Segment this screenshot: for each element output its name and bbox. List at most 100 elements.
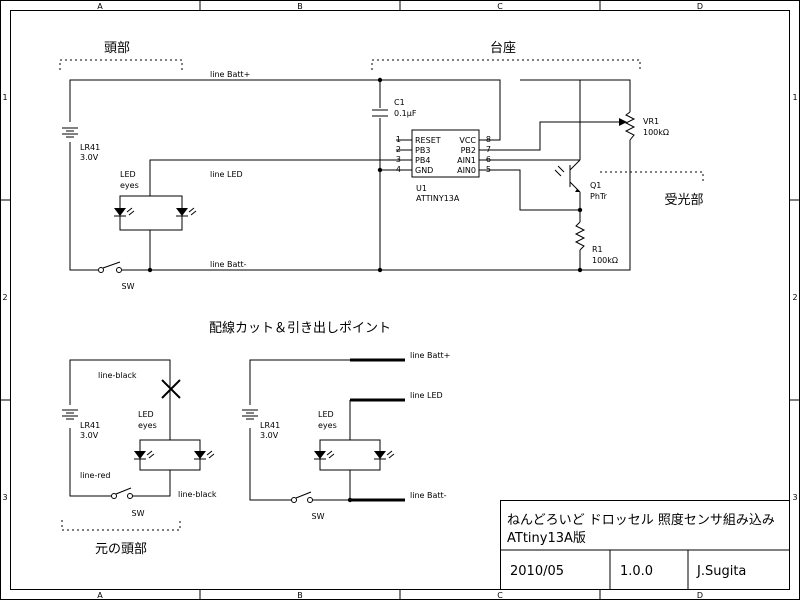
c1-ref: C1	[394, 98, 405, 107]
u1-pin-name: PB2	[461, 146, 476, 155]
battery-value: 3.0V	[260, 431, 279, 440]
led-label: LED	[120, 170, 136, 179]
section-head-label: 頭部	[104, 41, 130, 56]
u1-pin-number: 1	[396, 135, 401, 144]
vr1-value: 100kΩ	[643, 128, 669, 137]
led-label: LED	[318, 410, 334, 419]
net-label-batt-minus: line Batt-	[210, 260, 247, 269]
led-icon	[314, 451, 326, 459]
u1-pin-name: PB4	[415, 156, 430, 165]
led-icon	[176, 208, 188, 216]
r1-value: 100kΩ	[592, 256, 618, 265]
row-label: 1	[2, 93, 7, 102]
row-label: 1	[792, 93, 797, 102]
net-label-red: line-red	[80, 471, 110, 480]
title-line-1: ねんどろいど ドロッセル 照度センサ組み込み	[507, 512, 775, 528]
led-icon	[134, 451, 146, 459]
main-wiring	[69, 79, 631, 271]
cut-mark-icon	[161, 379, 181, 399]
switch-symbol: SW	[98, 261, 135, 291]
led-label: LED	[138, 410, 154, 419]
col-label: D	[697, 2, 703, 11]
title-block: ねんどろいど ドロッセル 照度センサ組み込み ATtiny13A版 2010/0…	[500, 500, 790, 590]
switch-ref: SW	[132, 509, 145, 518]
section-sensor-label: 受光部	[664, 193, 703, 208]
u1-pin-number: 2	[396, 145, 401, 154]
net-label-batt-plus: line Batt+	[210, 70, 250, 79]
switch-ref: SW	[312, 512, 325, 521]
col-label: C	[497, 2, 503, 11]
title-version: 1.0.0	[620, 564, 653, 579]
title-author: J.Sugita	[696, 564, 746, 579]
row-label: 3	[2, 493, 7, 502]
led-label-2: eyes	[120, 181, 139, 190]
u1-pin-number: 5	[486, 165, 491, 174]
u1-pin-name: PB3	[415, 146, 430, 155]
section-original-head: 元の頭部	[61, 520, 181, 557]
u1-pin-name: RESET	[415, 136, 441, 145]
u1-pin-number: 6	[486, 155, 491, 164]
u1-pin-name: AIN1	[457, 156, 476, 165]
battery-value: 3.0V	[80, 431, 99, 440]
modified-head-circuit: LR41 3.0V line Batt+ line LED line Batt-…	[242, 351, 450, 521]
u1-pin-number: 8	[486, 135, 491, 144]
section-base: 台座	[371, 41, 641, 70]
switch-ref: SW	[122, 282, 135, 291]
resistor-r1: R1 100kΩ	[574, 221, 618, 265]
phototransistor-q1: Q1 PhTr	[554, 159, 608, 201]
net-label-batt-minus: line Batt-	[410, 491, 447, 500]
capacitor-c1: C1 0.1μF	[372, 98, 417, 118]
section-head: 頭部	[59, 41, 183, 70]
battery-value: 3.0V	[80, 153, 99, 162]
net-label-black: line-black	[98, 371, 137, 380]
led-pair: LED eyes	[114, 170, 197, 217]
net-label-led: line LED	[210, 170, 243, 179]
battery-ref: LR41	[80, 143, 100, 152]
col-label: B	[297, 2, 303, 11]
cut-points-title: 配線カット＆引き出しポイント	[209, 320, 391, 336]
col-label: B	[297, 591, 303, 600]
battery-symbol: LR41 3.0V	[62, 127, 100, 162]
title-date: 2010/05	[510, 564, 564, 579]
led-icon	[114, 208, 126, 216]
col-label: D	[697, 591, 703, 600]
u1-pin-name: VCC	[459, 136, 476, 145]
battery-ref: LR41	[260, 421, 280, 430]
c1-value: 0.1μF	[394, 109, 417, 118]
net-label-led: line LED	[410, 391, 443, 400]
net-label-black-2: line-black	[178, 490, 217, 499]
section-base-label: 台座	[490, 41, 516, 56]
vr1-ref: VR1	[643, 117, 659, 126]
r1-ref: R1	[592, 245, 603, 254]
row-label: 3	[792, 493, 797, 502]
row-label: 2	[2, 293, 7, 302]
row-label: 2	[792, 293, 797, 302]
junction-dots	[147, 77, 583, 273]
u1-ref: U1	[416, 184, 427, 193]
led-icon	[374, 451, 386, 459]
q1-value: PhTr	[590, 192, 608, 201]
u1-pin-number: 4	[396, 165, 401, 174]
u1-pin-name: AIN0	[457, 166, 476, 175]
col-label: A	[97, 2, 103, 11]
u1-pin-number: 3	[396, 155, 401, 164]
led-label-2: eyes	[138, 421, 157, 430]
original-head-circuit: LR41 3.0V line-black line-red line-black…	[62, 359, 217, 518]
net-label-batt-plus: line Batt+	[410, 351, 450, 360]
original-head-label: 元の頭部	[95, 542, 147, 557]
col-label: C	[497, 591, 503, 600]
q1-ref: Q1	[590, 181, 601, 190]
col-label: A	[97, 591, 103, 600]
battery-ref: LR41	[80, 421, 100, 430]
u1-pin-number: 7	[486, 145, 491, 154]
led-label-2: eyes	[318, 421, 337, 430]
potentiometer-vr1: VR1 100kΩ	[619, 111, 669, 141]
title-line-2: ATtiny13A版	[507, 531, 586, 546]
section-sensor: 受光部	[600, 171, 704, 208]
